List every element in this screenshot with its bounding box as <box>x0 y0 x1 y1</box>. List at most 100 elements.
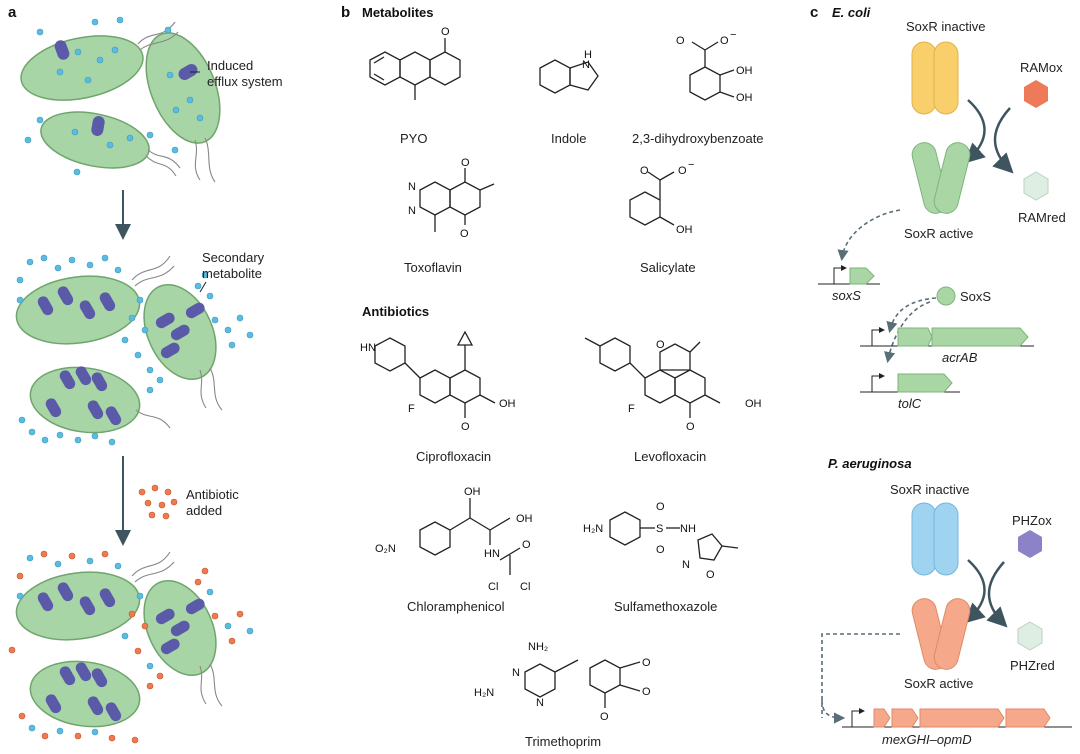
metabolite-name: Toxoflavin <box>404 260 462 275</box>
svg-text:OH: OH <box>499 398 516 410</box>
svg-text:N: N <box>408 181 416 193</box>
svg-text:O: O <box>706 569 715 581</box>
ciprofloxacin-structure: HN O OH F <box>360 330 516 433</box>
svg-text:F: F <box>408 403 415 415</box>
metabolite-name: 2,3-dihydroxybenzoate <box>632 131 764 146</box>
svg-text:N: N <box>536 697 544 709</box>
svg-text:O: O <box>642 686 651 698</box>
soxs-protein-label: SoxS <box>960 289 991 304</box>
dhb-structure: O O − OH OH <box>676 29 753 104</box>
pa-soxr-active-label: SoxR active <box>904 676 973 691</box>
svg-text:Cl: Cl <box>488 581 498 593</box>
svg-text:O: O <box>656 544 665 556</box>
svg-text:N: N <box>512 667 520 679</box>
svg-text:OH: OH <box>745 398 762 410</box>
soxr-active-pa <box>911 598 971 670</box>
svg-text:O: O <box>640 165 649 177</box>
antibiotic-added-label-1: Antibiotic <box>186 487 239 502</box>
pa-soxr-inactive-label: SoxR inactive <box>890 482 969 497</box>
soxr-inactive-pa <box>911 502 959 576</box>
efflux-pumps <box>37 286 205 426</box>
metabolite-name: Indole <box>551 131 586 146</box>
efflux-pump <box>178 64 198 80</box>
ram-red-label: RAMred <box>1018 210 1066 225</box>
svg-text:H: H <box>584 49 592 61</box>
svg-text:OH: OH <box>516 513 533 525</box>
reduction-arrow <box>992 107 1014 174</box>
acrab-label: acrAB <box>942 350 978 365</box>
mex-operon <box>842 708 1072 728</box>
soxr-active-label: SoxR active <box>904 226 973 241</box>
mex-operon-label: mexGHI–opmD <box>882 732 972 747</box>
svg-text:O: O <box>461 421 470 433</box>
soxr-inactive-ecoli <box>911 41 959 115</box>
metabolite-dots <box>16 254 254 446</box>
svg-text:O: O <box>460 228 469 240</box>
acrab-gene <box>860 327 1034 347</box>
panel-b-label: b <box>341 4 350 21</box>
panel-c: c E. coli SoxR inactive RAMox RAMred Sox… <box>810 4 1072 747</box>
indole-structure: H N <box>539 49 599 94</box>
svg-text:O: O <box>686 421 695 433</box>
svg-text:O: O <box>461 157 470 169</box>
soxr-inactive-label: SoxR inactive <box>906 19 985 34</box>
soxr-active-ecoli <box>911 142 971 214</box>
metabolites-heading: Metabolites <box>362 5 434 20</box>
svg-text:N: N <box>408 205 416 217</box>
flagellum <box>145 149 181 177</box>
tolc-gene <box>860 373 960 393</box>
phz-red-icon <box>1017 621 1043 651</box>
flagellum <box>194 137 216 183</box>
svg-text:N: N <box>682 559 690 571</box>
soxs-induction-arrow <box>837 209 901 262</box>
pyo-structure: O <box>369 26 461 100</box>
metabolite-name: PYO <box>400 131 427 146</box>
flagellum <box>137 21 179 51</box>
mex-induction-line <box>821 633 900 718</box>
antibiotics-heading: Antibiotics <box>362 304 429 319</box>
secondary-metabolite-label-1: Secondary <box>202 250 265 265</box>
svg-text:−: − <box>688 159 694 171</box>
phz-red-label: PHZred <box>1010 658 1055 673</box>
ecoli-title: E. coli <box>832 5 871 20</box>
ram-ox-icon <box>1024 80 1048 108</box>
salicylate-structure: O O − OH <box>629 159 694 236</box>
svg-text:O: O <box>656 501 665 513</box>
induced-efflux-label-2: efflux system <box>207 74 283 89</box>
phz-ox-label: PHZox <box>1012 513 1052 528</box>
svg-text:NH₂: NH₂ <box>528 641 548 653</box>
svg-text:OH: OH <box>736 92 753 104</box>
svg-text:O: O <box>720 35 729 47</box>
svg-text:O₂N: O₂N <box>375 543 396 555</box>
panel-a: a Induced efflux system <box>8 4 283 744</box>
svg-text:O: O <box>676 35 685 47</box>
svg-text:OH: OH <box>464 486 481 498</box>
svg-text:O: O <box>656 339 665 351</box>
sulfamethoxazole-structure: H₂N S O O NH N O <box>583 501 739 581</box>
efflux-pump <box>54 40 70 60</box>
metabolite-dots <box>24 16 204 176</box>
svg-text:OH: OH <box>736 65 753 77</box>
antibiotic-dots-legend <box>138 484 178 520</box>
trimethoprim-structure: NH₂ N N H₂N O O O <box>474 641 651 723</box>
svg-text:Cl: Cl <box>520 581 530 593</box>
svg-text:O: O <box>441 26 450 38</box>
ram-ox-label: RAMox <box>1020 60 1063 75</box>
svg-text:O: O <box>522 539 531 551</box>
panel-b: b Metabolites O PYO H N Indole <box>341 4 764 749</box>
svg-text:HN: HN <box>484 548 500 560</box>
antibiotic-name: Trimethoprim <box>525 734 601 749</box>
svg-text:H₂N: H₂N <box>583 523 603 535</box>
soxs-gene <box>818 265 880 285</box>
svg-text:OH: OH <box>676 224 693 236</box>
svg-text:H₂N: H₂N <box>474 687 494 699</box>
antibiotic-name: Chloramphenicol <box>407 599 505 614</box>
panel-a-label: a <box>8 4 17 21</box>
levofloxacin-structure: O OH F O <box>584 337 762 433</box>
antibiotic-name: Ciprofloxacin <box>416 449 491 464</box>
soxs-protein-icon <box>936 286 956 306</box>
bacterium-cell <box>20 35 144 101</box>
svg-text:O: O <box>600 711 609 723</box>
antibiotic-added-label-2: added <box>186 503 222 518</box>
